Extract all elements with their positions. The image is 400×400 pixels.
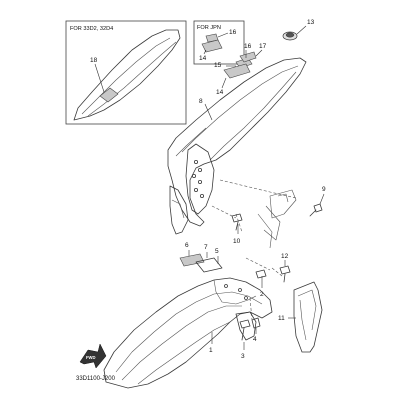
bolt-part-9: 9: [309, 186, 326, 217]
front-fender-part-1: 1: [103, 277, 273, 389]
mud-flap-part-11: 11: [278, 281, 323, 353]
diagram-code: 33D1100-J200: [76, 376, 116, 382]
collar-part-4: 4: [251, 317, 261, 343]
callout-18: 18: [90, 57, 98, 64]
callout-12: 12: [281, 253, 289, 260]
bolt-part-3: 3: [239, 319, 251, 360]
cap-part-13: 13: [282, 19, 315, 41]
callout-16: 16: [244, 43, 252, 50]
decal-14: [223, 63, 251, 79]
callout-16-inset: 16: [229, 29, 237, 36]
callout-9: 9: [322, 186, 326, 193]
decal-6: [179, 253, 205, 267]
callout-1: 1: [209, 347, 213, 354]
callout-5: 5: [215, 248, 219, 255]
fwd-label: FWD: [86, 355, 96, 360]
callout-10: 10: [233, 238, 241, 245]
inset-box-jpn-title: FOR JPN: [197, 25, 221, 31]
callout-15: 15: [214, 62, 222, 69]
decal-shape: [99, 87, 119, 103]
decal-17: [239, 51, 257, 63]
frame-bracket-sketch: [257, 189, 297, 249]
washer-part-2: 2: [255, 269, 267, 298]
assembly-lines: [211, 179, 297, 321]
callout-2: 2: [260, 291, 264, 298]
callout-13: 13: [307, 19, 315, 26]
rear-fender-part-8: 8: [167, 57, 307, 235]
callout-4: 4: [253, 336, 257, 343]
callout-17: 17: [259, 43, 267, 50]
jpn-decal-bottom: [201, 39, 223, 53]
callout-14: 14: [216, 89, 224, 96]
callout-6: 6: [185, 242, 189, 249]
callout-7: 7: [204, 244, 208, 251]
callout-3: 3: [241, 353, 245, 360]
bolt-part-10: 10: [231, 213, 243, 245]
inset-box-33d2-title: FOR 33D2, 32D4: [70, 26, 113, 32]
callout-11: 11: [278, 315, 285, 322]
decals-group: 16 17 15 14: [214, 43, 267, 96]
inset-box-33d2-32d4: FOR 33D2, 32D4 18: [65, 20, 187, 125]
inset-box-jpn: FOR JPN 16 14: [193, 20, 245, 65]
callout-14-inset: 14: [199, 55, 207, 62]
front-fender-decals: 6 7 5: [179, 242, 223, 273]
fwd-arrow-icon: FWD: [79, 343, 107, 369]
bolt-part-12: 12: [279, 253, 291, 283]
callout-8: 8: [199, 98, 203, 105]
